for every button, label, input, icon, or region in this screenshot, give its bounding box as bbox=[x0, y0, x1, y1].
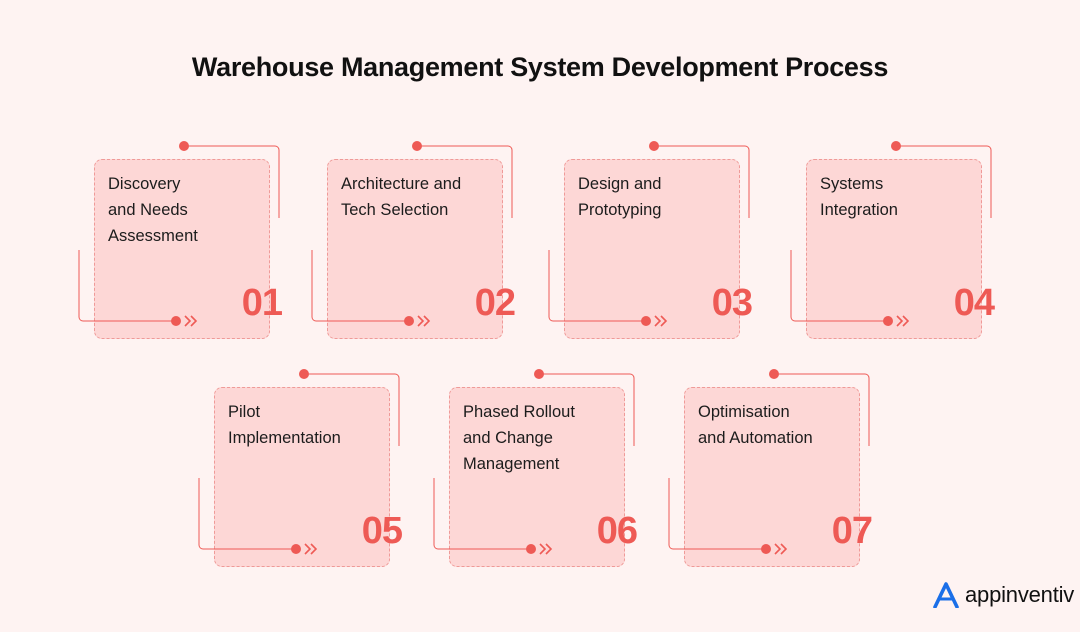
step-number: 07 bbox=[831, 510, 873, 552]
step-card bbox=[327, 159, 503, 339]
connector-decoration bbox=[433, 369, 635, 555]
step-number: 04 bbox=[953, 282, 995, 324]
step-title: Architecture and Tech Selection bbox=[341, 175, 462, 219]
process-step-3: Design and Prototyping 03 bbox=[548, 141, 758, 343]
step-title: Pilot Implementation bbox=[228, 403, 341, 447]
step-title: Systems Integration bbox=[820, 175, 898, 219]
process-step-1: Discovery and Needs Assessment 01 bbox=[78, 141, 288, 343]
step-card bbox=[564, 159, 740, 339]
step-title: Design and Prototyping bbox=[578, 175, 662, 219]
step-number: 06 bbox=[596, 510, 638, 552]
process-step-5: Pilot Implementation 05 bbox=[198, 369, 408, 571]
step-title: Optimisation and Automation bbox=[698, 403, 813, 447]
step-card bbox=[449, 387, 625, 567]
step-number: 01 bbox=[241, 282, 283, 324]
brand-name: appinventiv bbox=[965, 582, 1075, 607]
step-number: 03 bbox=[711, 282, 753, 324]
connector-decoration bbox=[78, 141, 280, 327]
connector-decoration bbox=[790, 141, 992, 327]
connector-decoration bbox=[668, 369, 870, 555]
step-card bbox=[94, 159, 270, 339]
step-card bbox=[806, 159, 982, 339]
step-title: Discovery and Needs Assessment bbox=[108, 175, 198, 245]
connector-decoration bbox=[548, 141, 750, 327]
connector-decoration bbox=[198, 369, 400, 555]
step-title: Phased Rollout and Change Management bbox=[463, 403, 575, 473]
process-step-2: Architecture and Tech Selection 02 bbox=[311, 141, 521, 343]
step-number: 05 bbox=[361, 510, 403, 552]
step-number: 02 bbox=[474, 282, 516, 324]
appinventiv-logo-icon bbox=[933, 582, 959, 608]
step-card bbox=[214, 387, 390, 567]
brand-logo: appinventiv bbox=[933, 580, 1074, 610]
process-step-4: Systems Integration 04 bbox=[790, 141, 1000, 343]
step-card bbox=[684, 387, 860, 567]
page-title: Warehouse Management System Development … bbox=[191, 52, 889, 82]
process-step-7: Optimisation and Automation 07 bbox=[668, 369, 878, 571]
process-step-6: Phased Rollout and Change Management 06 bbox=[433, 369, 643, 571]
connector-decoration bbox=[311, 141, 513, 327]
